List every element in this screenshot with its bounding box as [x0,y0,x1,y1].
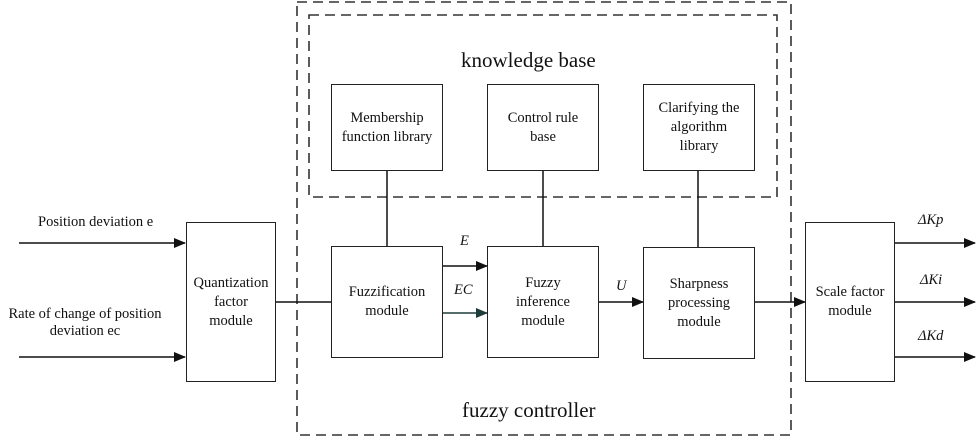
signal-label-EC: EC [454,282,473,298]
signal-label-E: E [460,233,469,249]
input-label-position-deviation: Position deviation e [38,214,154,230]
fuzzy-controller-boundary [296,1,792,436]
fuzzification-label: Fuzzification module [348,284,426,319]
output-label-kp: ΔKp [918,212,944,228]
membership-function-label: Membership function library [341,109,433,145]
control-rule-base: Control rule base [487,84,599,171]
input-label-rate-of-change: Rate of change of position deviation ec [8,306,162,339]
quantization-factor-module: Quantization factor module [186,222,276,382]
scale-factor-module: Scale factor module [805,222,895,382]
clarifying-algorithm-library: Clarifying the algorithm library [643,84,755,171]
scale-factor-label: Scale factor module [815,284,885,319]
sharpness-processing-label: Sharpness processing module [667,275,730,330]
sharpness-processing-module: Sharpness processing module [643,247,755,359]
output-label-kd: ΔKd [918,328,944,344]
signal-label-U: U [616,278,627,294]
membership-function-library: Membership function library [331,84,443,171]
fuzzy-controller-title: fuzzy controller [462,398,596,422]
quantization-factor-label: Quantization factor module [193,274,269,329]
output-label-ki: ΔKi [920,272,943,288]
knowledge-base-title: knowledge base [461,48,596,72]
control-rule-label: Control rule base [507,109,579,145]
clarifying-algorithm-label: Clarifying the algorithm library [658,100,740,154]
fuzzy-inference-label: Fuzzy inference module [516,274,570,329]
fuzzy-inference-module: Fuzzy inference module [487,246,599,358]
fuzzification-module: Fuzzification module [331,246,443,358]
